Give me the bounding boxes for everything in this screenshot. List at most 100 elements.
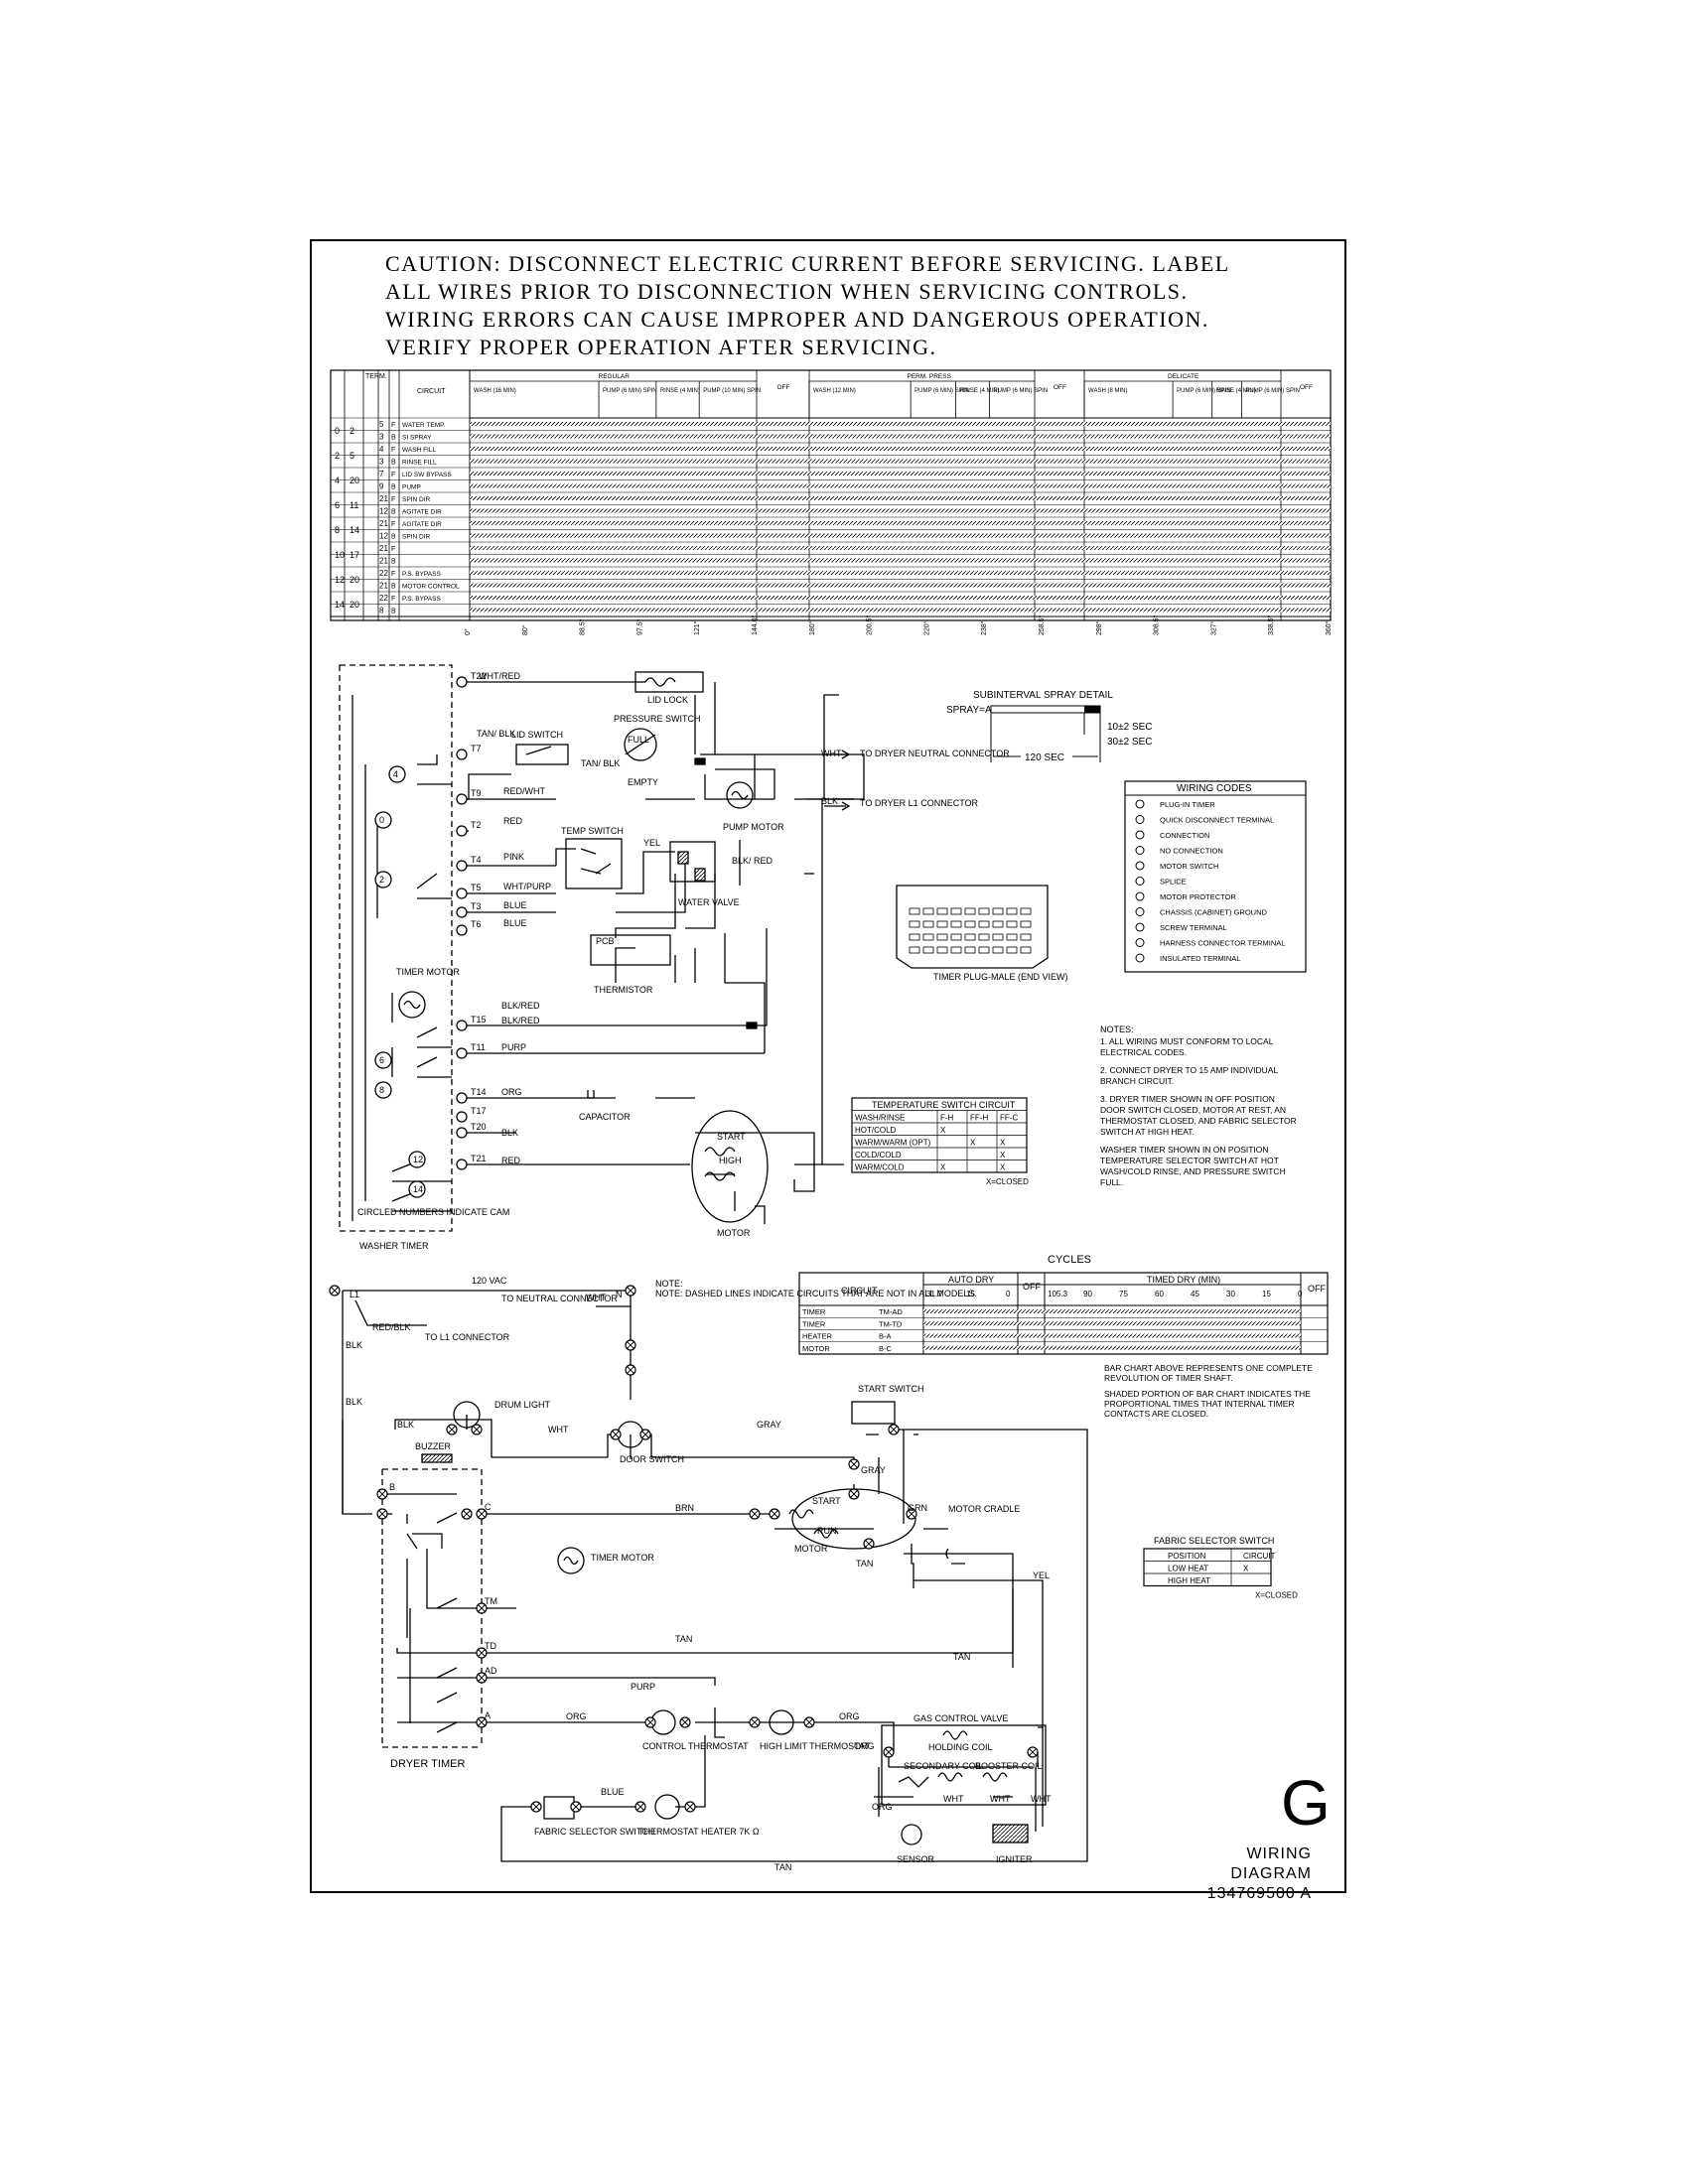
chart-cf-label: B: [391, 484, 396, 491]
plug-pin: [909, 946, 920, 954]
cycles-tick: 0: [1006, 1290, 1011, 1298]
cam-number: 6: [379, 1055, 384, 1065]
blk-label: BLK: [346, 1340, 362, 1350]
fabric-table-cell: POSITION: [1168, 1552, 1205, 1561]
chart-cam-label: 2: [335, 451, 340, 461]
temp-table-cell: X: [1000, 1139, 1006, 1148]
water-valve: [669, 841, 716, 883]
blue-label: BLUE: [601, 1787, 625, 1797]
wiring-code-item: SCREW TERMINAL: [1160, 923, 1227, 932]
dryer-terminal-cross: [378, 1490, 386, 1498]
dryer-terminal-cross: [908, 1510, 915, 1518]
temp-table-cell: WARM/COLD: [855, 1163, 905, 1172]
chart-bar-track: [470, 571, 1331, 575]
wiring-code-item: CHASSIS (CABINET) GROUND: [1160, 908, 1268, 917]
fabric-table-title: FABRIC SELECTOR SWITCH: [1154, 1536, 1274, 1546]
cycles-row-label: TIMER: [802, 1307, 826, 1316]
chart-degree-label: 144.0°: [751, 614, 759, 635]
wiring-code-item: NO CONNECTION: [1160, 847, 1223, 856]
washer-terminal-label: T15: [471, 1015, 487, 1024]
wiring-code-symbol: [1135, 938, 1145, 947]
cam-number: 14: [413, 1184, 423, 1194]
chart-col-label: PUMP (10 MIN) SPIN: [703, 388, 761, 394]
cycles-circuit-header: CIRCUIT: [841, 1286, 878, 1296]
caution-line: VERIFY PROPER OPERATION AFTER SERVICING.: [385, 335, 937, 359]
wire-label: WHT/RED: [479, 671, 520, 681]
chart-circuit-label: WASH FILL: [402, 447, 436, 454]
plug-pin: [909, 933, 920, 941]
dryer-terminal-cross: [478, 1674, 486, 1682]
chart-bar-track: [470, 521, 1331, 525]
chart-degree-label: 200.5°: [866, 614, 874, 635]
chart-bar-track: [470, 434, 1331, 439]
chart-term2: 4: [379, 445, 384, 454]
temp-table-cell: X: [940, 1163, 946, 1172]
chart-cf-label: F: [391, 422, 395, 429]
plug-pin: [1020, 920, 1032, 928]
chart-degree-label: 97.5°: [635, 618, 643, 635]
full-label: FULL: [628, 735, 649, 745]
cycles-tick: 31.7: [926, 1290, 942, 1298]
wire-label: BLK/RED: [501, 1001, 540, 1011]
pump-motor-label: PUMP MOTOR: [723, 822, 784, 832]
to-dryer-l1: TO DRYER L1 CONNECTOR: [860, 798, 979, 808]
timer-motor-label: TIMER MOTOR: [591, 1553, 654, 1563]
gray-label: GRAY: [861, 1465, 886, 1475]
dryer-terminal-cross: [378, 1510, 386, 1518]
motor-label: MOTOR: [717, 1228, 751, 1238]
temp-table-cell: HOT/COLD: [855, 1126, 897, 1135]
dryer-terminal-cross: [478, 1649, 486, 1657]
note-line: 1. ALL WIRING MUST CONFORM TO LOCAL: [1100, 1036, 1274, 1046]
note-line: 3. DRYER TIMER SHOWN IN OFF POSITION: [1100, 1094, 1275, 1104]
tan-label: TAN: [856, 1559, 873, 1569]
chart-term2: 21: [379, 544, 388, 553]
blk-label: BLK: [821, 796, 838, 806]
chart-degree-label: 327°: [1209, 620, 1217, 635]
dryer-terminal-cross: [751, 1510, 759, 1518]
chart-bar-track: [470, 472, 1331, 476]
subinterval-spray-detail: SUBINTERVAL SPRAY DETAIL SPRAY=A 10±2 SE…: [946, 690, 1153, 763]
cycles-bar: [923, 1333, 1301, 1338]
red-blk-label: RED/BLK: [372, 1322, 411, 1332]
dryer-terminal-cross: [641, 1431, 649, 1438]
fabric-table-cell: CIRCUIT: [1243, 1552, 1276, 1561]
chart-bar-track: [470, 596, 1331, 600]
buzzer-symbol: [421, 1453, 453, 1463]
holding-coil-label: HOLDING COIL: [928, 1742, 993, 1752]
plug-pin: [922, 920, 934, 928]
pcb-label: PCB: [596, 936, 615, 946]
start-switch-symbol: [851, 1401, 896, 1425]
thermostat-heater-symbol: [654, 1794, 680, 1820]
chart-circuit-label: SI SPRAY: [402, 435, 432, 442]
plug-pin: [964, 933, 976, 941]
revision-letter: G: [1281, 1767, 1331, 1839]
wire-label: PURP: [501, 1042, 526, 1052]
dryer-terminal-cross: [331, 1287, 339, 1295]
fabric-selector-symbol: [543, 1796, 575, 1820]
dryer-timer-terminal: AD: [485, 1666, 497, 1676]
plug-pin: [992, 933, 1004, 941]
chart-bar-track: [470, 496, 1331, 500]
dryer-terminal-cross: [478, 1604, 486, 1612]
lid-lock-label: LID LOCK: [647, 695, 688, 705]
wiring-code-symbol: [1135, 907, 1145, 916]
gas-valve-label: GAS CONTROL VALVE: [914, 1713, 1008, 1723]
chart-cf-label: B: [391, 584, 396, 591]
dryer-timer-terminal: TD: [485, 1641, 496, 1651]
plug-pin: [992, 920, 1004, 928]
cycles-tick: 105.3: [1048, 1290, 1068, 1298]
wire-label: WHT/PURP: [503, 882, 551, 891]
chart-bar-track: [470, 508, 1331, 513]
wiring-code-symbol: [1135, 799, 1145, 809]
chart-group-label: REGULAR: [599, 373, 631, 380]
brn-label: BRN: [675, 1503, 694, 1513]
chart-term1: 20: [350, 600, 359, 610]
org-label: ORG: [566, 1711, 587, 1721]
cam-circle: [374, 1051, 392, 1069]
dryer-terminal-cross: [771, 1510, 778, 1518]
plug-pin: [950, 907, 962, 915]
chart-cf-label: F: [391, 596, 395, 603]
chart-bar-track: [470, 483, 1331, 488]
